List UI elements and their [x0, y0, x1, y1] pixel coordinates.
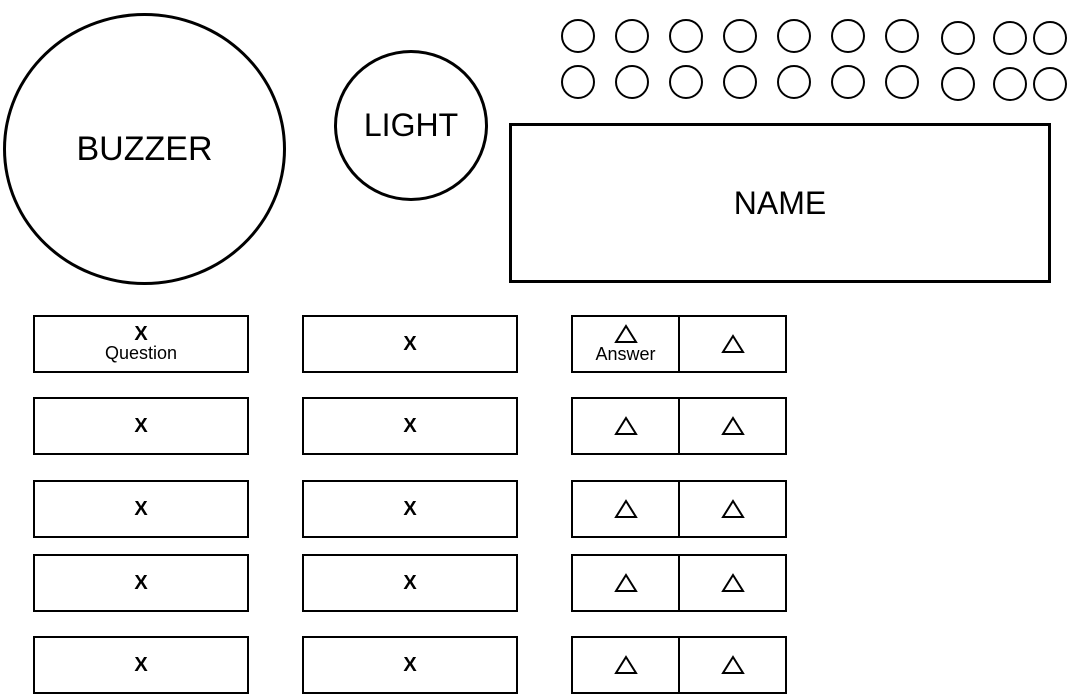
- indicator-grid: [560, 18, 1070, 104]
- triangle-icon: [613, 499, 638, 518]
- triangle-icon: [720, 655, 745, 674]
- x-mark: X: [403, 572, 417, 594]
- question-box[interactable]: X: [302, 636, 518, 694]
- answer-cell-right[interactable]: [678, 638, 785, 692]
- answer-cell-right[interactable]: [678, 317, 785, 371]
- question-box[interactable]: X: [33, 554, 249, 612]
- answer-cell-left[interactable]: [573, 638, 678, 692]
- answer-cell-left[interactable]: Answer: [573, 317, 678, 371]
- indicator-dot: [561, 65, 595, 99]
- answer-cell-right[interactable]: [678, 556, 785, 610]
- triangle-icon: [613, 655, 638, 674]
- answer-pair: [571, 397, 787, 455]
- answer-pair: [571, 554, 787, 612]
- indicator-dot: [993, 21, 1027, 55]
- indicator-dot: [1033, 21, 1067, 55]
- buzzer-button[interactable]: BUZZER: [3, 13, 286, 285]
- answer-cell-left[interactable]: [573, 556, 678, 610]
- indicator-dot: [669, 19, 703, 53]
- indicator-dot: [993, 67, 1027, 101]
- light-indicator: LIGHT: [334, 50, 488, 201]
- buzzer-label: BUZZER: [76, 129, 213, 168]
- indicator-dot: [723, 65, 757, 99]
- x-mark: X: [403, 498, 417, 520]
- question-box[interactable]: X: [302, 554, 518, 612]
- indicator-dot: [777, 19, 811, 53]
- indicator-dot: [831, 65, 865, 99]
- indicator-dot: [777, 65, 811, 99]
- x-mark: X: [134, 498, 148, 520]
- triangle-icon: [613, 416, 638, 435]
- answer-cell-right[interactable]: [678, 399, 785, 453]
- triangle-icon: [720, 334, 745, 353]
- triangle-icon: [720, 416, 745, 435]
- triangle-icon: [613, 573, 638, 592]
- indicator-dot: [615, 19, 649, 53]
- answer-pair: [571, 636, 787, 694]
- triangle-icon: [720, 573, 745, 592]
- name-label: NAME: [733, 184, 827, 221]
- light-label: LIGHT: [363, 107, 459, 143]
- indicator-dot: [615, 65, 649, 99]
- question-label: Question: [104, 343, 178, 363]
- answer-pair: Answer: [571, 315, 787, 373]
- answer-label: Answer: [595, 344, 656, 364]
- triangle-icon: [720, 499, 745, 518]
- answer-pair: [571, 480, 787, 538]
- indicator-dot: [561, 19, 595, 53]
- triangle-icon: [613, 324, 638, 343]
- x-mark: X: [403, 654, 417, 676]
- indicator-dot: [885, 65, 919, 99]
- question-box[interactable]: X: [33, 636, 249, 694]
- x-mark: X: [134, 654, 148, 676]
- question-box[interactable]: X: [33, 480, 249, 538]
- answer-cell-left[interactable]: [573, 482, 678, 536]
- indicator-dot: [885, 19, 919, 53]
- answer-cell-left[interactable]: [573, 399, 678, 453]
- x-mark: X: [403, 415, 417, 437]
- indicator-dot: [831, 19, 865, 53]
- indicator-dot: [941, 21, 975, 55]
- question-box[interactable]: X: [302, 480, 518, 538]
- indicator-dot: [669, 65, 703, 99]
- x-mark: X: [134, 323, 148, 345]
- name-display: NAME: [509, 123, 1051, 283]
- question-box[interactable]: X: [302, 315, 518, 373]
- indicator-dot: [1033, 67, 1067, 101]
- question-box[interactable]: X: [302, 397, 518, 455]
- x-mark: X: [134, 572, 148, 594]
- question-box[interactable]: X: [33, 397, 249, 455]
- x-mark: X: [134, 415, 148, 437]
- answer-cell-right[interactable]: [678, 482, 785, 536]
- indicator-dot: [941, 67, 975, 101]
- x-mark: X: [403, 333, 417, 355]
- indicator-dot: [723, 19, 757, 53]
